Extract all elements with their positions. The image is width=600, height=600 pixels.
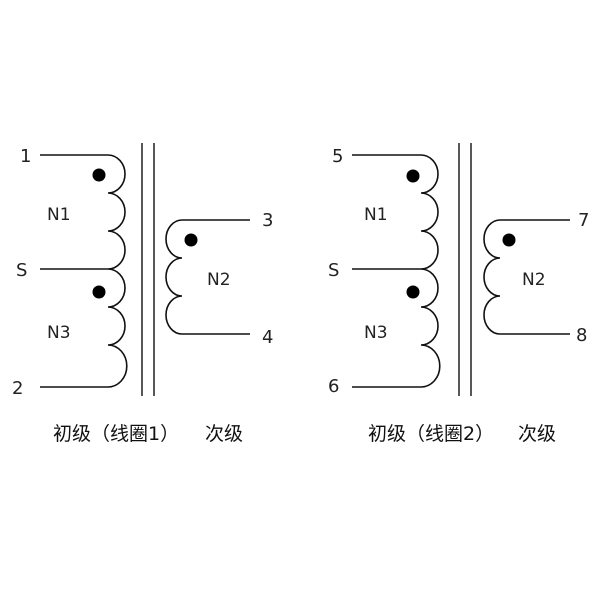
primary-winding-right bbox=[352, 154, 441, 388]
winding-label-n2-left: N2 bbox=[207, 270, 231, 290]
caption-secondary-right: 次级 bbox=[518, 423, 556, 445]
caption-primary-left: 初级（线圈1） bbox=[53, 423, 179, 445]
polarity-dot-n1-left bbox=[92, 168, 106, 182]
polarity-dot-n2-right bbox=[502, 233, 516, 247]
secondary-winding-left bbox=[165, 219, 250, 335]
pin-label-s-left: S bbox=[16, 260, 27, 281]
pin-label-3: 3 bbox=[262, 210, 273, 231]
winding-label-n2-right: N2 bbox=[522, 270, 546, 290]
winding-label-n3-left: N3 bbox=[47, 323, 71, 343]
polarity-dot-n3-left bbox=[92, 285, 106, 299]
pin-label-5: 5 bbox=[332, 146, 343, 167]
caption-secondary-left: 次级 bbox=[205, 423, 243, 445]
transformer-left: 1 S 2 3 4 N1 N3 N2 初级（线圈1） 次级 bbox=[12, 143, 273, 445]
pin-label-2: 2 bbox=[12, 378, 23, 399]
caption-primary-right: 初级（线圈2） bbox=[368, 423, 494, 445]
polarity-dot-n2-left bbox=[184, 233, 198, 247]
pin-label-1: 1 bbox=[20, 146, 31, 167]
pin-label-8: 8 bbox=[576, 325, 587, 346]
transformer-right: 5 S 6 7 8 N1 N3 N2 初级（线圈2） 次级 bbox=[328, 143, 589, 445]
polarity-dot-n1-right bbox=[406, 169, 420, 183]
pin-label-4: 4 bbox=[262, 327, 273, 348]
winding-label-n3-right: N3 bbox=[364, 323, 388, 343]
primary-winding-left bbox=[40, 154, 128, 388]
pin-label-s-right: S bbox=[328, 260, 339, 281]
winding-label-n1-right: N1 bbox=[364, 205, 388, 225]
pin-label-6: 6 bbox=[328, 376, 339, 397]
winding-label-n1-left: N1 bbox=[47, 205, 71, 225]
secondary-winding-right bbox=[483, 219, 570, 335]
polarity-dot-n3-right bbox=[406, 285, 420, 299]
pin-label-7: 7 bbox=[578, 210, 589, 231]
